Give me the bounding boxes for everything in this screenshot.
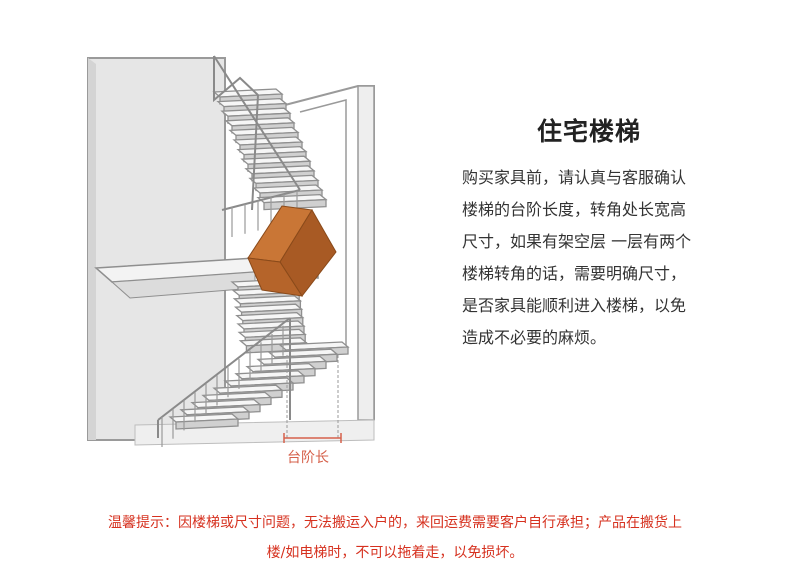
lower-flight (168, 341, 350, 430)
stair-riser (263, 198, 327, 211)
description: 购买家具前，请认真与客服确认 楼梯的台阶长度，转角处长宽高 尺寸，如果有架空层 … (462, 162, 772, 354)
balusters (161, 191, 298, 447)
description-line: 楼梯转角的话，需要明确尺寸， (462, 264, 687, 283)
stair-riser (175, 418, 239, 430)
description-line: 楼梯的台阶长度，转角处长宽高 (462, 200, 687, 219)
step-length-label: 台阶长 (287, 450, 329, 466)
page-title: 住宅楼梯 (537, 117, 642, 146)
description-line: 是否家具能顺利进入楼梯，以免 (462, 296, 687, 315)
description-line: 尺寸，如果有架空层 一层有两个 (462, 232, 692, 251)
handrails (157, 55, 301, 438)
description-line: 造成不必要的麻烦。 (462, 328, 607, 347)
description-line: 购买家具前，请认真与客服确认 (462, 168, 687, 187)
upper-flight (212, 88, 328, 211)
notice: 温馨提示：因楼梯或尺寸问题，无法搬运入户的，来回运费需要客户自行承担；产品在搬货… (0, 508, 790, 568)
back-wall (87, 57, 226, 441)
furniture-box (247, 205, 337, 297)
notice-line: 楼/如电梯时，不可以拖着走，以免损坏。 (266, 545, 524, 561)
notice-line: 温馨提示：因楼梯或尺寸问题，无法搬运入户的，来回运费需要客户自行承担；产品在搬货… (108, 515, 682, 531)
step-length-measure (286, 355, 339, 440)
door-frame (284, 85, 375, 421)
